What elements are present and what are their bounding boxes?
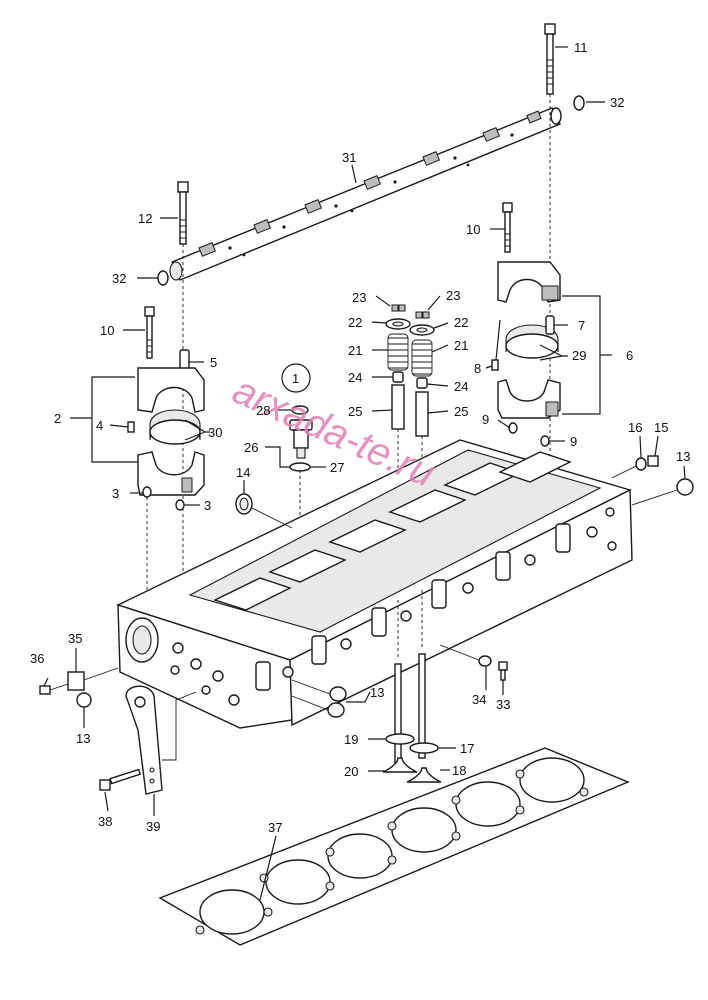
callout-12: 12	[138, 211, 152, 226]
bracket-35	[39, 667, 119, 708]
lifting-eye-39	[99, 685, 197, 795]
callout-labels: 11 32 31 12 10 32 10 7 6 29 8 23 23 22 2…	[30, 40, 690, 835]
callout-13-side: 13	[370, 685, 384, 700]
callout-10-right: 10	[466, 222, 480, 237]
rocker-shaft	[169, 107, 562, 281]
callout-36: 36	[30, 651, 44, 666]
callout-17: 17	[460, 741, 474, 756]
callout-14: 14	[236, 465, 250, 480]
injector-sleeve	[289, 405, 313, 590]
callout-4: 4	[96, 418, 103, 433]
rocker-bracket-right	[491, 202, 561, 447]
callout-3-left: 3	[112, 486, 119, 501]
valves	[382, 590, 442, 783]
callout-34: 34	[472, 692, 486, 707]
callout-37: 37	[268, 820, 282, 835]
callout-24-left: 24	[348, 370, 362, 385]
callout-19: 19	[344, 732, 358, 747]
kit-marker-circle	[281, 363, 311, 393]
callout-32-right: 32	[610, 95, 624, 110]
callout-23-right: 23	[446, 288, 460, 303]
callout-31: 31	[342, 150, 356, 165]
washer-34-bolt-33	[439, 644, 508, 681]
callout-22-left: 22	[348, 315, 362, 330]
rocker-bracket-left	[127, 306, 205, 610]
callout-30: 30	[208, 425, 222, 440]
callout-21-right: 21	[454, 338, 468, 353]
callout-10-left: 10	[100, 323, 114, 338]
callout-38: 38	[98, 814, 112, 829]
bolt-16-15	[611, 455, 659, 479]
callout-24-right: 24	[454, 379, 468, 394]
callout-9-right: 9	[570, 434, 577, 449]
washer-32-right	[573, 95, 585, 111]
callout-22-right: 22	[454, 315, 468, 330]
callout-3-right: 3	[204, 498, 211, 513]
callout-1: 1	[292, 371, 299, 386]
plugs-13-side	[291, 679, 347, 718]
callout-8: 8	[474, 361, 481, 376]
callout-13-front: 13	[76, 731, 90, 746]
callout-32-left: 32	[112, 271, 126, 286]
callout-5: 5	[210, 355, 217, 370]
callout-2: 2	[54, 411, 61, 426]
head-gasket	[158, 747, 630, 946]
callout-16: 16	[628, 420, 642, 435]
callout-27: 27	[330, 460, 344, 475]
callout-21-left: 21	[348, 343, 362, 358]
bolt-12	[177, 181, 189, 600]
callout-18: 18	[452, 763, 466, 778]
callout-23-left: 23	[352, 290, 366, 305]
callout-15: 15	[654, 420, 668, 435]
callout-11: 11	[574, 40, 588, 55]
callout-9-left: 9	[482, 412, 489, 427]
callout-20: 20	[344, 764, 358, 779]
callout-25-right: 25	[454, 404, 468, 419]
cylinder-head	[116, 439, 633, 729]
leader-lines	[43, 46, 686, 901]
washer-32-left	[157, 270, 169, 286]
callout-26: 26	[244, 440, 258, 455]
callout-39: 39	[146, 819, 160, 834]
valve-spring-right	[409, 311, 435, 560]
callout-7: 7	[578, 318, 585, 333]
callout-33: 33	[496, 697, 510, 712]
plug-14	[235, 493, 293, 529]
watermark: arxada-te.ru	[226, 368, 441, 496]
callout-28: 28	[256, 403, 270, 418]
callout-29: 29	[572, 348, 586, 363]
callout-6: 6	[626, 348, 633, 363]
plug-13-right	[631, 478, 694, 506]
callout-13-right: 13	[676, 449, 690, 464]
callout-35: 35	[68, 631, 82, 646]
callout-25-left: 25	[348, 404, 362, 419]
